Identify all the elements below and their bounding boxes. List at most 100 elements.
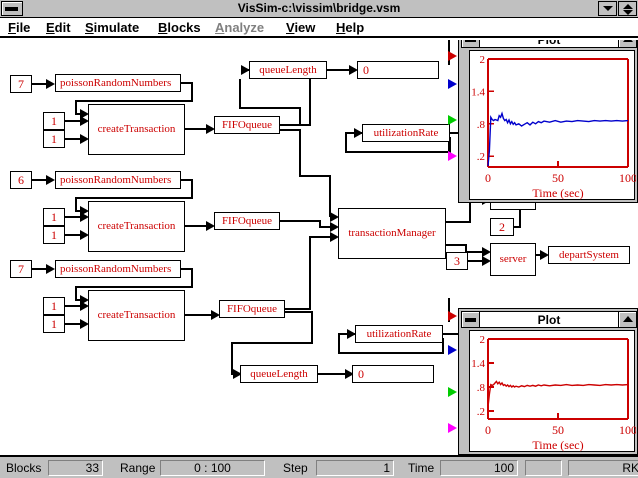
- wire[interactable]: [280, 129, 331, 217]
- menu-view[interactable]: View: [286, 20, 316, 35]
- constant-block-6[interactable]: 6: [10, 171, 32, 189]
- queue-length-1[interactable]: queueLength: [249, 61, 327, 79]
- block-label: 1: [51, 210, 57, 224]
- constant-block-1d[interactable]: 1: [43, 226, 65, 244]
- arrowhead-icon: [482, 256, 491, 266]
- transaction-manager[interactable]: transactionManager: [338, 208, 446, 259]
- plot-input-arrow-4[interactable]: [448, 151, 457, 161]
- block-label: 1: [51, 132, 57, 146]
- x-axis-label: Time (sec): [532, 186, 583, 200]
- fifo-queue-2[interactable]: FIFOqueue: [214, 212, 280, 230]
- plot-input-arrow-2[interactable]: [448, 345, 457, 355]
- block-label: utilizationRate: [366, 327, 432, 340]
- create-transaction-3[interactable]: createTransaction: [88, 290, 185, 341]
- arrowhead-icon: [46, 264, 55, 274]
- y-tick-label: 2: [480, 54, 486, 66]
- poisson-random-numbers-3[interactable]: poissonRandomNumbers: [55, 260, 181, 278]
- wire[interactable]: [231, 311, 313, 375]
- display-zero-2[interactable]: 0: [352, 365, 434, 383]
- status-blocks-value[interactable]: 33: [48, 460, 103, 476]
- constant-block-7[interactable]: 7: [10, 75, 32, 93]
- plot-input-arrow-3[interactable]: [448, 115, 457, 125]
- status-range-label: Range: [120, 461, 156, 475]
- wire[interactable]: [285, 236, 330, 310]
- wire[interactable]: [75, 268, 193, 301]
- plot-input-arrow-1[interactable]: [448, 51, 457, 61]
- constant-block-1f[interactable]: 1: [43, 315, 65, 333]
- maximize-icon[interactable]: [618, 40, 637, 48]
- constant-block-1c[interactable]: 1: [43, 208, 65, 226]
- restore-icon[interactable]: [618, 1, 637, 16]
- arrowhead-icon: [46, 175, 55, 185]
- status-solver-field[interactable]: RK2: [568, 460, 638, 476]
- constant-block-3[interactable]: 3: [446, 252, 468, 270]
- plot-input-arrow-2[interactable]: [448, 79, 457, 89]
- plot-input-arrow-1[interactable]: [448, 311, 457, 321]
- arrowhead-icon: [345, 369, 354, 379]
- menu-simulate[interactable]: Simulate: [85, 20, 140, 35]
- arrowhead-icon: [354, 128, 363, 138]
- menu-help[interactable]: Help: [336, 20, 365, 35]
- block-label: departSystem: [559, 248, 619, 261]
- create-transaction-2[interactable]: createTransaction: [88, 201, 185, 252]
- create-transaction-1[interactable]: createTransaction: [88, 104, 185, 155]
- block-label: 1: [51, 114, 57, 128]
- wire[interactable]: [345, 132, 451, 153]
- wire[interactable]: [446, 244, 482, 253]
- fifo-queue-1[interactable]: FIFOqueue: [214, 116, 280, 134]
- arrowhead-icon: [233, 369, 242, 379]
- minimize-icon[interactable]: [598, 1, 617, 16]
- arrowhead-icon: [330, 232, 339, 242]
- constant-block-1a[interactable]: 1: [43, 112, 65, 130]
- menu-file[interactable]: File: [8, 20, 31, 35]
- arrowhead-icon: [206, 221, 215, 231]
- display-zero-1[interactable]: 0: [357, 61, 439, 79]
- status-blank-field[interactable]: [525, 460, 562, 476]
- minimize-icon[interactable]: [461, 311, 480, 328]
- server-block-2[interactable]: server: [490, 243, 536, 276]
- constant-block-2[interactable]: 2: [490, 218, 514, 236]
- arrowhead-icon: [80, 134, 89, 144]
- utilization-rate-2[interactable]: utilizationRate: [355, 325, 443, 343]
- utilization-rate-1[interactable]: utilizationRate: [362, 124, 450, 142]
- queue-length-2[interactable]: queueLength: [240, 365, 318, 383]
- plot-title-bar[interactable]: Plot: [461, 40, 637, 48]
- block-label: 6: [18, 173, 24, 187]
- maximize-icon[interactable]: [618, 311, 637, 328]
- status-time-value[interactable]: 100: [440, 460, 518, 476]
- axis-tick-label: 50: [552, 423, 564, 437]
- depart-system-2[interactable]: departSystem: [548, 246, 630, 264]
- menu-edit[interactable]: Edit: [46, 20, 71, 35]
- fifo-queue-3[interactable]: FIFOqueue: [219, 300, 285, 318]
- constant-block-7b[interactable]: 7: [10, 260, 32, 278]
- wire[interactable]: [338, 333, 444, 354]
- status-range-value[interactable]: 0 : 100: [160, 460, 265, 476]
- wire[interactable]: [280, 220, 330, 228]
- plot-input-arrow-4[interactable]: [448, 423, 457, 433]
- status-step-value[interactable]: 1: [316, 460, 394, 476]
- y-tick-label: .2: [477, 151, 485, 163]
- plot-title-bar[interactable]: Plot: [461, 311, 637, 328]
- poisson-random-numbers-1[interactable]: poissonRandomNumbers: [55, 74, 181, 92]
- wire[interactable]: [75, 179, 193, 212]
- menu-blocks[interactable]: Blocks: [158, 20, 201, 35]
- arrowhead-icon: [211, 310, 220, 320]
- poisson-random-numbers-2[interactable]: poissonRandomNumbers: [55, 171, 181, 189]
- block-label: FIFOqueue: [226, 302, 278, 315]
- constant-block-1b[interactable]: 1: [43, 130, 65, 148]
- minimize-icon[interactable]: [461, 40, 480, 48]
- system-menu-icon[interactable]: [1, 1, 23, 16]
- arrowhead-icon: [540, 250, 549, 260]
- y-tick-label: .2: [477, 406, 485, 418]
- constant-block-1e[interactable]: 1: [43, 297, 65, 315]
- plot-input-arrow-3[interactable]: [448, 387, 457, 397]
- wire[interactable]: [75, 82, 193, 115]
- arrowhead-icon: [349, 65, 358, 75]
